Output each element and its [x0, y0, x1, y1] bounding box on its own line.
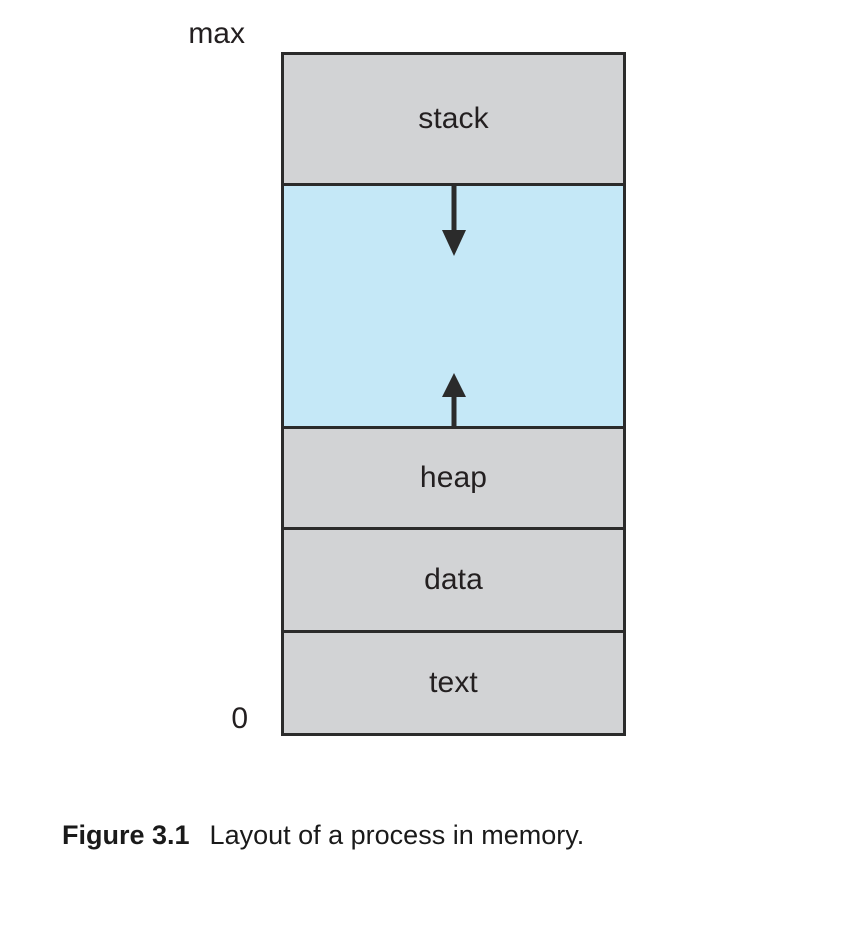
process-memory-diagram: stack heap data text: [281, 52, 626, 736]
memory-segment-heap-label: heap: [419, 461, 488, 494]
memory-segment-stack-label: stack: [418, 102, 489, 135]
memory-segment-data: data: [284, 527, 623, 630]
memory-segment-free-space: [284, 183, 623, 426]
figure-number: Figure 3.1: [62, 820, 190, 850]
memory-segment-heap: heap: [284, 426, 623, 527]
memory-segment-text-label: text: [429, 666, 478, 699]
address-label-max: max: [188, 17, 245, 50]
memory-segment-text: text: [284, 630, 623, 733]
figure-caption-text: Layout of a process in memory.: [209, 820, 585, 850]
memory-segment-stack: stack: [284, 55, 623, 183]
figure-caption: Figure 3.1 Layout of a process in memory.: [62, 820, 822, 851]
heap-growth-up-arrow-icon: [434, 373, 474, 426]
address-label-zero: 0: [231, 702, 248, 735]
stack-growth-down-arrow-icon: [434, 186, 474, 256]
memory-segment-data-label: data: [424, 563, 483, 596]
